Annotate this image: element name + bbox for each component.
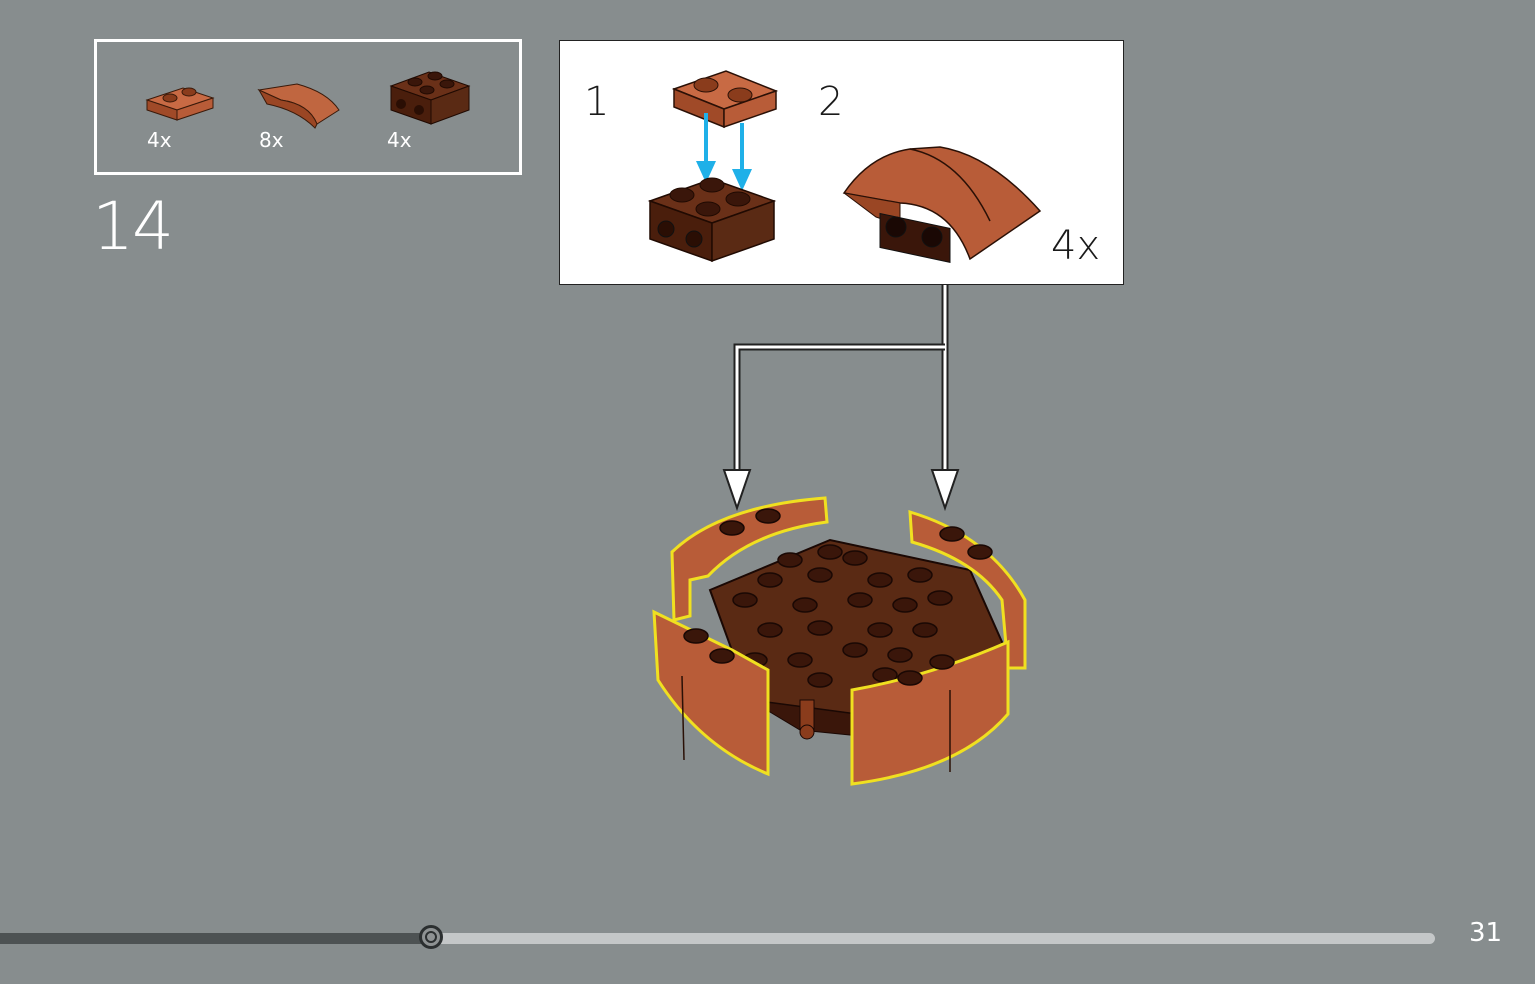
subassembly-callout: 1 2 4x bbox=[559, 40, 1124, 285]
substep-label-2: 2 bbox=[818, 79, 844, 125]
part-qty: 4x bbox=[387, 128, 412, 152]
progress-handle[interactable] bbox=[419, 925, 443, 949]
progress-track[interactable] bbox=[0, 933, 1435, 944]
arrow-down-icon bbox=[696, 113, 752, 191]
parts-list: 4x 8x 4x bbox=[94, 39, 522, 175]
plate-1x2-icon bbox=[671, 70, 779, 129]
brick-2x2-studs-side-icon bbox=[647, 177, 777, 263]
progress-fill bbox=[0, 933, 431, 944]
substep-multiplier: 4x bbox=[1051, 223, 1101, 269]
curved-slope-icon bbox=[257, 83, 340, 129]
substep-label-1: 1 bbox=[584, 79, 610, 125]
plate-1x2-icon bbox=[145, 87, 215, 121]
model-assembly bbox=[652, 496, 1027, 786]
step-number: 14 bbox=[92, 188, 174, 265]
curved-slope-icon bbox=[842, 146, 1042, 263]
part-qty: 8x bbox=[259, 128, 284, 152]
page-number: 31 bbox=[1469, 918, 1503, 948]
brick-2x2-studs-side-icon bbox=[389, 71, 471, 125]
part-qty: 4x bbox=[147, 128, 172, 152]
